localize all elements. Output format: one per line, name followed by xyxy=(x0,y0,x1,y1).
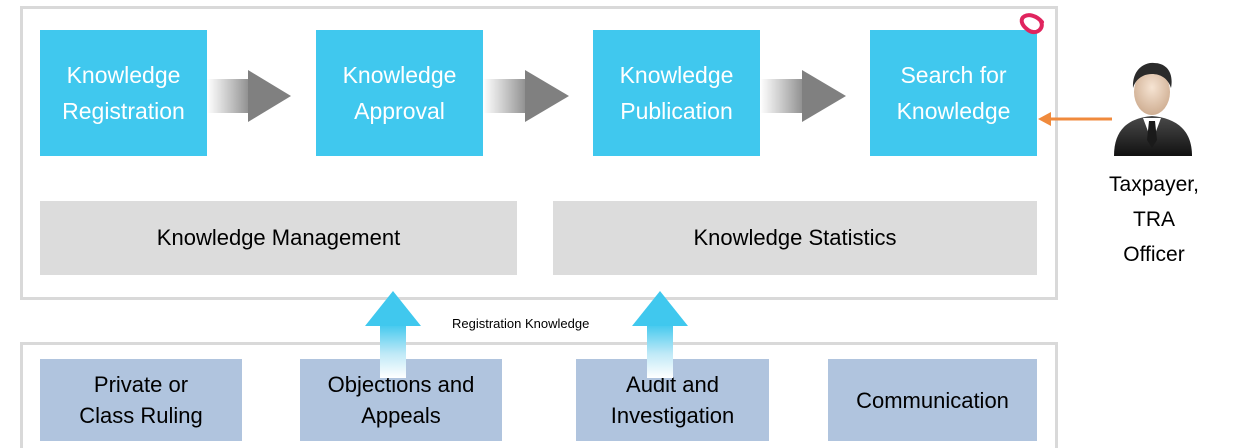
user-label-line2: TRA xyxy=(1133,208,1175,231)
user-label: Taxpayer, TRA Officer xyxy=(1085,167,1223,272)
step-label-line2: Publication xyxy=(620,98,733,124)
flow-caption: Registration Knowledge xyxy=(452,316,590,331)
step-knowledge-publication: Knowledge Publication xyxy=(593,30,760,156)
user-access-arrow xyxy=(1038,112,1112,126)
step-label-line1: Search for xyxy=(900,62,1007,88)
up-arrow-to-statistics xyxy=(632,291,688,378)
user-label-line3: Officer xyxy=(1123,243,1185,266)
step-label-line1: Knowledge xyxy=(342,62,457,88)
step-label-line2: Approval xyxy=(354,98,445,124)
step-knowledge-approval: Knowledge Approval xyxy=(316,30,483,156)
knowledge-statistics-box: Knowledge Statistics xyxy=(553,201,1037,275)
source-label-line2: Investigation xyxy=(610,403,735,428)
step-label-line1: Knowledge xyxy=(66,62,181,88)
step-label-line1: Knowledge xyxy=(619,62,734,88)
flow-arrow-publication-to-search xyxy=(760,70,846,122)
source-label-line2: Class Ruling xyxy=(79,403,203,428)
knowledge-management-box: Knowledge Management xyxy=(40,201,517,275)
step-label-line2: Knowledge xyxy=(896,98,1011,124)
source-communication: Communication xyxy=(828,359,1037,441)
up-arrow-to-management xyxy=(365,291,421,378)
step-search-for-knowledge: Search for Knowledge xyxy=(870,30,1037,156)
source-private-or-class-ruling: Private or Class Ruling xyxy=(40,359,242,441)
user-label-line1: Taxpayer, xyxy=(1109,173,1199,196)
source-label-line1: Private or xyxy=(93,372,189,397)
flow-arrow-registration-to-approval xyxy=(207,70,291,122)
step-knowledge-registration: Knowledge Registration xyxy=(40,30,207,156)
step-label-line2: Registration xyxy=(62,98,185,124)
source-label-line2: Appeals xyxy=(361,403,441,428)
businessman-icon xyxy=(1114,62,1192,156)
highlight-mark-icon xyxy=(1019,13,1044,35)
flow-arrow-approval-to-publication xyxy=(483,70,569,122)
source-label-line1: Communication xyxy=(856,387,1009,413)
